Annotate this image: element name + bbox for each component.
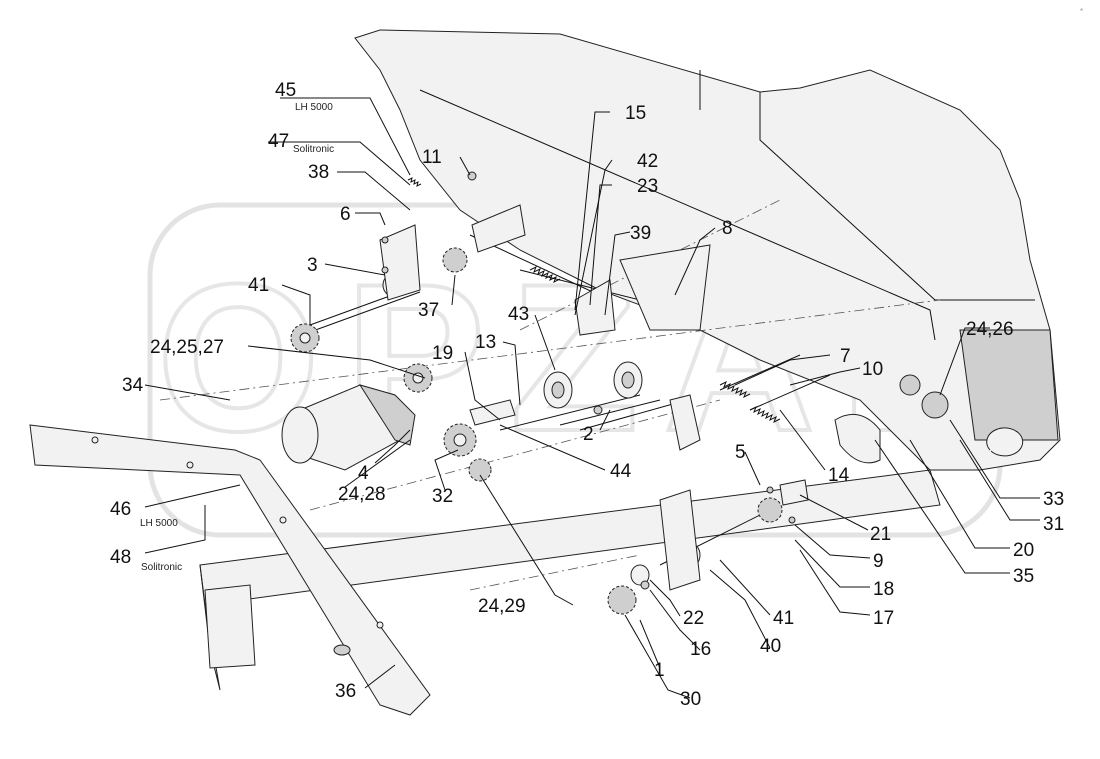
callout-22: 22 — [683, 608, 704, 629]
callout-13: 13 — [475, 332, 496, 353]
bearings — [379, 204, 949, 591]
frame-beam — [199, 469, 941, 691]
callout-16: 16 — [690, 639, 711, 660]
callout-41-upper: 41 — [248, 275, 269, 296]
callout-32: 32 — [432, 486, 453, 507]
callout-3: 3 — [307, 255, 318, 276]
callout-24-28: 24,28 — [338, 484, 386, 505]
callout-45: 45 — [275, 80, 296, 101]
callout-6: 6 — [340, 204, 351, 225]
callout-11: 11 — [422, 147, 442, 168]
callout-45-sub: LH 5000 — [295, 102, 333, 113]
callout-8: 8 — [722, 218, 733, 239]
callout-48-sub: Solitronic — [141, 562, 182, 573]
callout-48: 48 — [110, 547, 131, 568]
callout-40: 40 — [760, 636, 781, 657]
callout-34: 34 — [122, 375, 144, 396]
callout-4: 4 — [358, 463, 369, 484]
callout-9: 9 — [873, 551, 884, 572]
callout-36: 36 — [335, 681, 356, 702]
callout-labels: 45 LH 5000 47 Solitronic 38 11 6 3 41 37… — [110, 80, 1064, 710]
callout-30: 30 — [680, 689, 701, 710]
callout-46: 46 — [110, 499, 131, 520]
callout-10: 10 — [862, 359, 883, 380]
callout-23: 23 — [637, 176, 658, 197]
callout-33: 33 — [1043, 489, 1064, 510]
leader-lines — [144, 97, 1040, 699]
spinner-arm — [29, 424, 431, 716]
callout-20: 20 — [1013, 540, 1034, 561]
callout-24-25-27: 24,25,27 — [150, 337, 224, 358]
callout-47: 47 — [268, 131, 289, 152]
callout-18: 18 — [873, 579, 894, 600]
callout-42: 42 — [637, 151, 658, 172]
callout-44: 44 — [610, 461, 632, 482]
callout-7: 7 — [840, 346, 851, 367]
callout-37: 37 — [418, 300, 439, 321]
callout-47-sub: Solitronic — [293, 144, 334, 155]
callout-31: 31 — [1043, 514, 1064, 535]
fasteners — [381, 171, 796, 590]
sprockets — [290, 247, 783, 615]
callout-24-29: 24,29 — [478, 596, 526, 617]
callout-41-lower: 41 — [773, 608, 794, 629]
callout-5: 5 — [735, 442, 746, 463]
callout-21: 21 — [870, 524, 891, 545]
gear-motor — [281, 384, 416, 471]
callout-38: 38 — [308, 162, 329, 183]
callout-15: 15 — [625, 103, 646, 124]
callout-39: 39 — [630, 223, 651, 244]
callout-24-26: 24,26 — [966, 319, 1014, 340]
callout-1: 1 — [654, 660, 665, 681]
callout-2: 2 — [583, 424, 594, 445]
callout-17: 17 — [873, 608, 894, 629]
callout-14: 14 — [828, 465, 850, 486]
callout-46-sub: LH 5000 — [140, 518, 178, 529]
springs — [407, 177, 781, 424]
callout-43: 43 — [508, 304, 529, 325]
corner-mark: * — [1080, 7, 1083, 16]
callout-35: 35 — [1013, 566, 1034, 587]
callout-19: 19 — [432, 343, 453, 364]
